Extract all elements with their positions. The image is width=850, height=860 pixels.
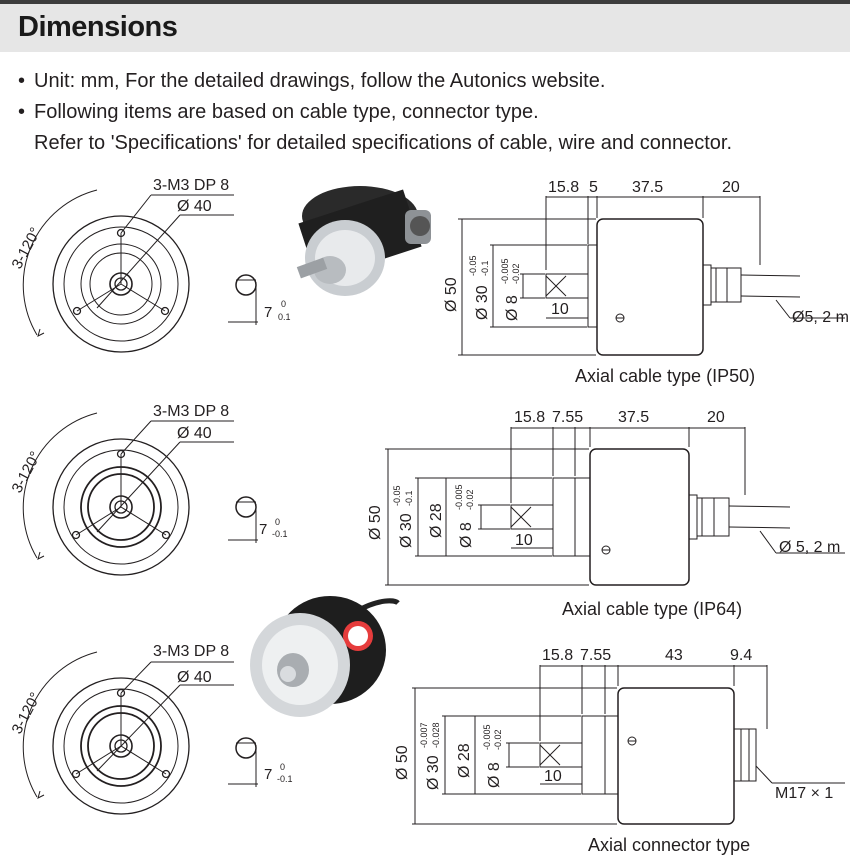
svg-text:-0.1: -0.1: [277, 774, 293, 784]
svg-text:7: 7: [264, 766, 272, 783]
svg-text:Ø 40: Ø 40: [177, 425, 212, 442]
drawing-caption: Axial cable type (IP64): [562, 599, 742, 619]
side-view-2: [385, 427, 845, 586]
front-view-1: [22, 189, 234, 353]
drawing-caption: Axial cable type (IP50): [575, 366, 755, 386]
bullet: •: [18, 101, 26, 123]
svg-text:-0.02: -0.02: [511, 263, 521, 284]
shaft-section-2: [228, 496, 258, 543]
cable-label: Ø5, 2 m: [792, 309, 849, 326]
svg-text:20: 20: [707, 409, 725, 426]
svg-text:Ø 8: Ø 8: [504, 295, 521, 321]
holes-label: 3-M3 DP 8: [153, 177, 229, 194]
svg-text:-0.05: -0.05: [468, 255, 478, 276]
svg-text:15.8: 15.8: [514, 409, 545, 426]
svg-text:3-120°: 3-120°: [9, 690, 45, 737]
svg-text:-0.007: -0.007: [419, 722, 429, 748]
section-header: Dimensions: [0, 4, 850, 52]
svg-text:37.5: 37.5: [632, 179, 663, 196]
top-rule: [0, 0, 850, 4]
svg-text:-0.028: -0.028: [431, 722, 441, 748]
svg-text:0: 0: [275, 517, 280, 527]
svg-text:-0.1: -0.1: [404, 490, 414, 506]
svg-text:Ø 28: Ø 28: [428, 503, 445, 538]
shaft-section-3: [228, 737, 258, 787]
note-item: •Following items are based on cable type…: [18, 97, 732, 128]
section-title: Dimensions: [18, 11, 178, 43]
svg-text:10: 10: [544, 768, 562, 785]
svg-text:Ø 8: Ø 8: [486, 762, 503, 788]
svg-text:-0.005: -0.005: [482, 724, 492, 750]
svg-text:15.8: 15.8: [548, 179, 579, 196]
drawing-caption: Axial connector type: [588, 835, 750, 855]
svg-text:-0.1: -0.1: [272, 529, 288, 539]
notes-list: •Unit: mm, For the detailed drawings, fo…: [18, 66, 732, 159]
svg-text:Ø 28: Ø 28: [456, 743, 473, 778]
svg-text:-0.005: -0.005: [500, 258, 510, 284]
angle-label: 3-120°: [9, 225, 45, 272]
encoder-photo-connector: [250, 596, 400, 717]
svg-text:10: 10: [551, 301, 569, 318]
svg-text:Ø 30: Ø 30: [474, 285, 491, 320]
svg-text:9.4: 9.4: [730, 647, 752, 664]
svg-text:3-M3 DP 8: 3-M3 DP 8: [153, 403, 229, 420]
svg-text:Ø 50: Ø 50: [443, 277, 460, 312]
cable-label: Ø 5, 2 m: [779, 539, 840, 556]
svg-text:Ø 8: Ø 8: [458, 522, 475, 548]
encoder-photo-cable: [296, 186, 431, 296]
svg-text:-0.1: -0.1: [480, 260, 490, 276]
shaft-flat-dim: 7: [264, 304, 272, 321]
svg-text:37.5: 37.5: [618, 409, 649, 426]
svg-text:0: 0: [281, 299, 286, 309]
shaft-section-1: [228, 274, 258, 325]
connector-label: M17 × 1: [775, 785, 833, 802]
front-view-2: [22, 412, 234, 576]
note-item: •Unit: mm, For the detailed drawings, fo…: [18, 66, 732, 97]
svg-text:7.55: 7.55: [580, 647, 611, 664]
svg-text:-0.005: -0.005: [454, 484, 464, 510]
svg-text:0: 0: [280, 762, 285, 772]
svg-text:0.1: 0.1: [278, 312, 291, 322]
pcd-label: Ø 40: [177, 198, 212, 215]
svg-text:Ø 50: Ø 50: [394, 745, 411, 780]
svg-text:5: 5: [589, 179, 598, 196]
svg-text:Ø 30: Ø 30: [398, 513, 415, 548]
svg-text:3-M3 DP 8: 3-M3 DP 8: [153, 643, 229, 660]
svg-text:7.55: 7.55: [552, 409, 583, 426]
bullet: •: [18, 70, 26, 92]
note-item-continued: Refer to 'Specifications' for detailed s…: [34, 132, 733, 154]
svg-text:10: 10: [515, 532, 533, 549]
side-view-3: [412, 665, 845, 825]
svg-text:-0.05: -0.05: [392, 485, 402, 506]
front-view-3: [22, 651, 234, 815]
svg-text:43: 43: [665, 647, 683, 664]
svg-text:Ø 50: Ø 50: [367, 505, 384, 540]
svg-text:15.8: 15.8: [542, 647, 573, 664]
svg-text:Ø 30: Ø 30: [425, 755, 442, 790]
svg-text:-0.02: -0.02: [465, 489, 475, 510]
side-view-1: [458, 196, 845, 356]
svg-text:3-120°: 3-120°: [9, 449, 45, 496]
svg-text:20: 20: [722, 179, 740, 196]
svg-text:-0.02: -0.02: [493, 729, 503, 750]
svg-text:Ø 40: Ø 40: [177, 669, 212, 686]
svg-text:7: 7: [259, 521, 267, 538]
